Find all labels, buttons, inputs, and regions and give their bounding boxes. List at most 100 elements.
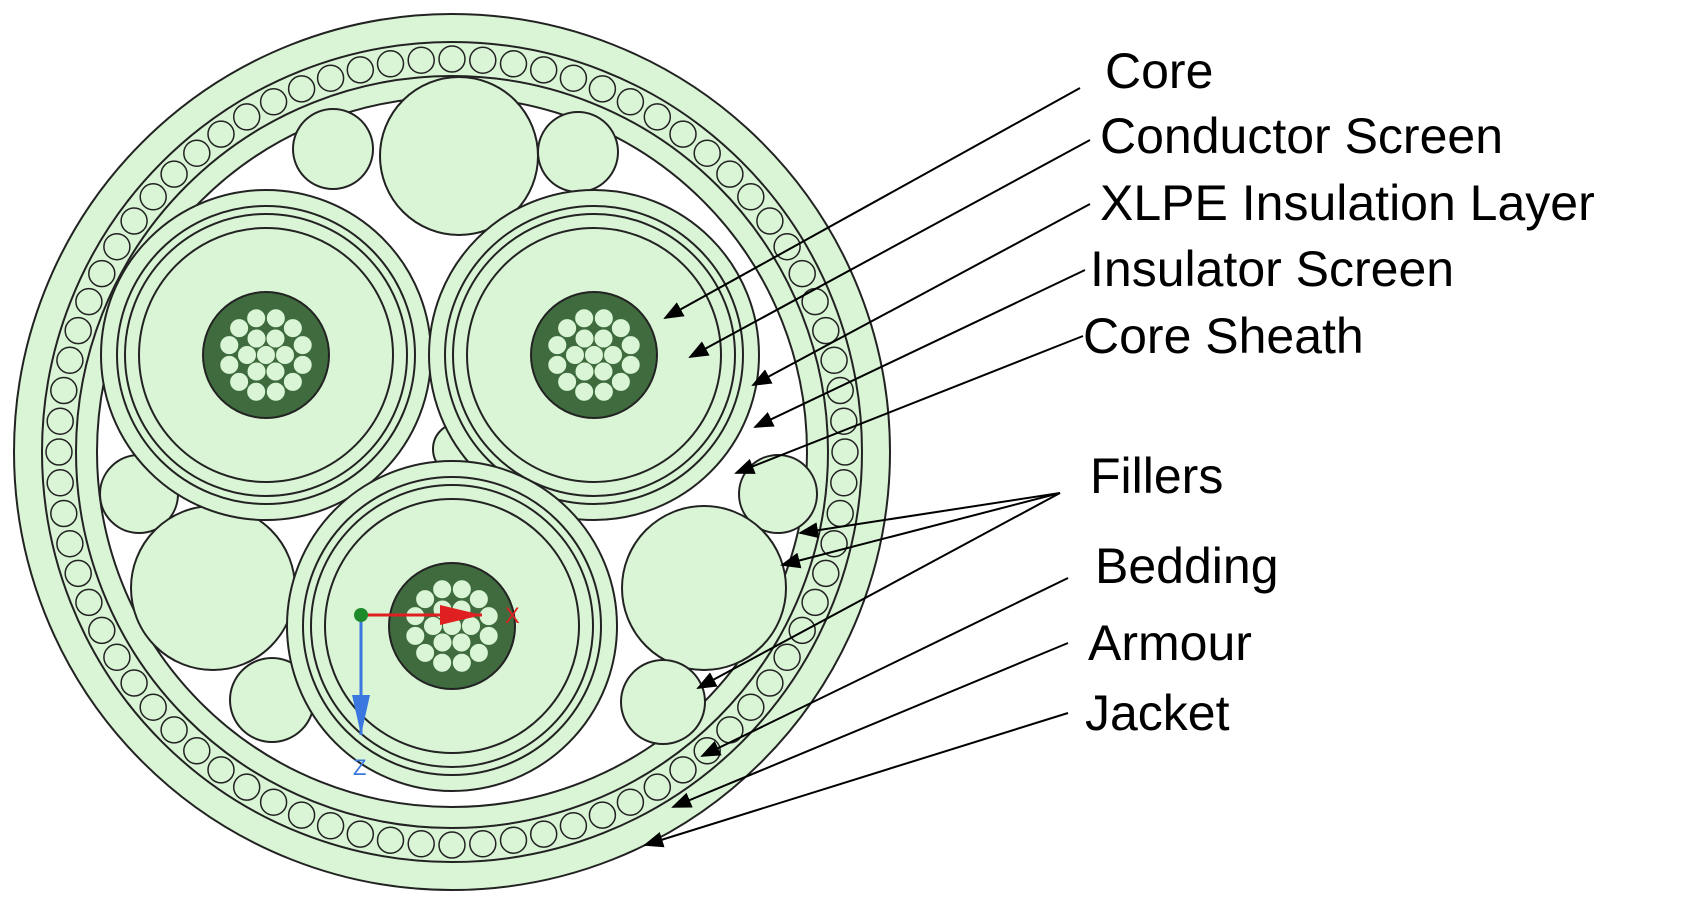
armour-wire <box>693 737 721 765</box>
core-strand <box>451 579 472 600</box>
core-assembly <box>428 189 760 521</box>
armour-wire <box>812 559 840 588</box>
leader-filler-3 <box>696 492 1061 689</box>
core-strand <box>620 354 641 375</box>
armour-wire <box>737 693 765 721</box>
armour-wire <box>207 756 235 784</box>
armour-wire <box>643 773 672 801</box>
leader-armour <box>671 642 1069 808</box>
armour-wire <box>559 64 588 92</box>
armour-wire <box>407 830 435 858</box>
core-strand <box>265 308 286 329</box>
armour-wire <box>812 316 840 345</box>
armour-wire <box>588 75 617 103</box>
armour-wire <box>259 88 288 116</box>
armour-wire <box>643 103 672 131</box>
origin-dot <box>354 608 368 622</box>
leader-filler-2 <box>780 492 1061 569</box>
core-strand <box>468 642 489 663</box>
armour-wire <box>669 756 697 784</box>
armour-wire <box>469 46 497 74</box>
filler-circle <box>130 505 296 671</box>
armour-wire <box>56 346 84 375</box>
armour-wire <box>46 407 74 435</box>
armour-wire <box>50 499 78 528</box>
armour-wires <box>45 45 859 859</box>
core-strand <box>593 381 614 402</box>
core-strand <box>574 381 595 402</box>
core-strand <box>593 361 614 382</box>
label-insulator-screen: Insulator Screen <box>1090 241 1454 297</box>
leader-conductor-screen <box>688 139 1091 358</box>
leader-xlpe-insulation <box>751 203 1091 386</box>
core-assembly <box>286 460 618 792</box>
core-strand <box>478 606 499 627</box>
armour-wire <box>616 788 645 816</box>
armour-wire <box>616 88 645 116</box>
armour-wire <box>499 826 528 854</box>
core-strand <box>593 328 614 349</box>
armour-wire <box>788 616 816 645</box>
armour-wire <box>287 801 316 829</box>
armour-wire <box>801 287 829 316</box>
armour-wire <box>346 820 375 848</box>
core-strand <box>246 381 267 402</box>
armour-wire <box>56 529 84 558</box>
filler-circle <box>620 659 706 745</box>
core-strand <box>265 381 286 402</box>
core-strand <box>219 335 240 356</box>
armour-wire <box>756 669 784 697</box>
leader-bedding <box>700 577 1069 757</box>
core-strand <box>574 308 595 329</box>
armour-wire <box>232 103 261 131</box>
armour-wire <box>376 50 405 78</box>
leader-lines <box>643 87 1091 848</box>
armour-wire <box>50 376 78 405</box>
leader-core <box>663 87 1081 319</box>
core-strand <box>275 345 295 365</box>
filler-circle <box>292 108 374 190</box>
label-core: Core <box>1105 43 1213 99</box>
label-armour: Armour <box>1088 615 1252 671</box>
armour-wire <box>103 643 131 672</box>
fillers <box>99 76 818 745</box>
core-strand <box>415 642 436 663</box>
armour-wire <box>103 232 131 261</box>
armour-wire <box>183 737 211 765</box>
armour-wire <box>88 259 116 288</box>
core-strand <box>610 371 631 392</box>
label-bedding: Bedding <box>1095 538 1279 594</box>
core-strand <box>256 345 276 365</box>
core-strand <box>451 652 472 673</box>
core-assembly <box>100 189 432 521</box>
core-strand <box>237 345 257 365</box>
armour-wire <box>46 469 74 497</box>
armour-wire <box>438 831 466 859</box>
cable-drawing: X Z <box>13 13 891 891</box>
armour-wire <box>788 259 816 288</box>
armour-wire <box>529 56 558 84</box>
core-strand <box>557 318 578 339</box>
core-strand <box>584 345 604 365</box>
armour-wire <box>820 529 848 558</box>
leader-filler-1 <box>798 492 1061 539</box>
armour-wire <box>588 801 617 829</box>
core-strand <box>603 345 623 365</box>
armour-wire <box>826 499 854 528</box>
armour-wire <box>376 826 405 854</box>
armour-wire <box>316 64 345 92</box>
filler-circle <box>537 111 619 193</box>
armour-wire <box>820 346 848 375</box>
label-xlpe-insulation: XLPE Insulation Layer <box>1100 175 1595 231</box>
armour-wire <box>160 160 188 188</box>
armour-wire <box>438 45 466 73</box>
core-strand <box>423 616 443 636</box>
armour-wire <box>773 643 801 672</box>
core-strand <box>574 361 595 382</box>
armour-wire <box>407 46 435 74</box>
cores <box>100 189 760 792</box>
core-strand <box>610 318 631 339</box>
armour-wire <box>469 830 497 858</box>
core-strand <box>547 354 568 375</box>
core-strand <box>246 361 267 382</box>
